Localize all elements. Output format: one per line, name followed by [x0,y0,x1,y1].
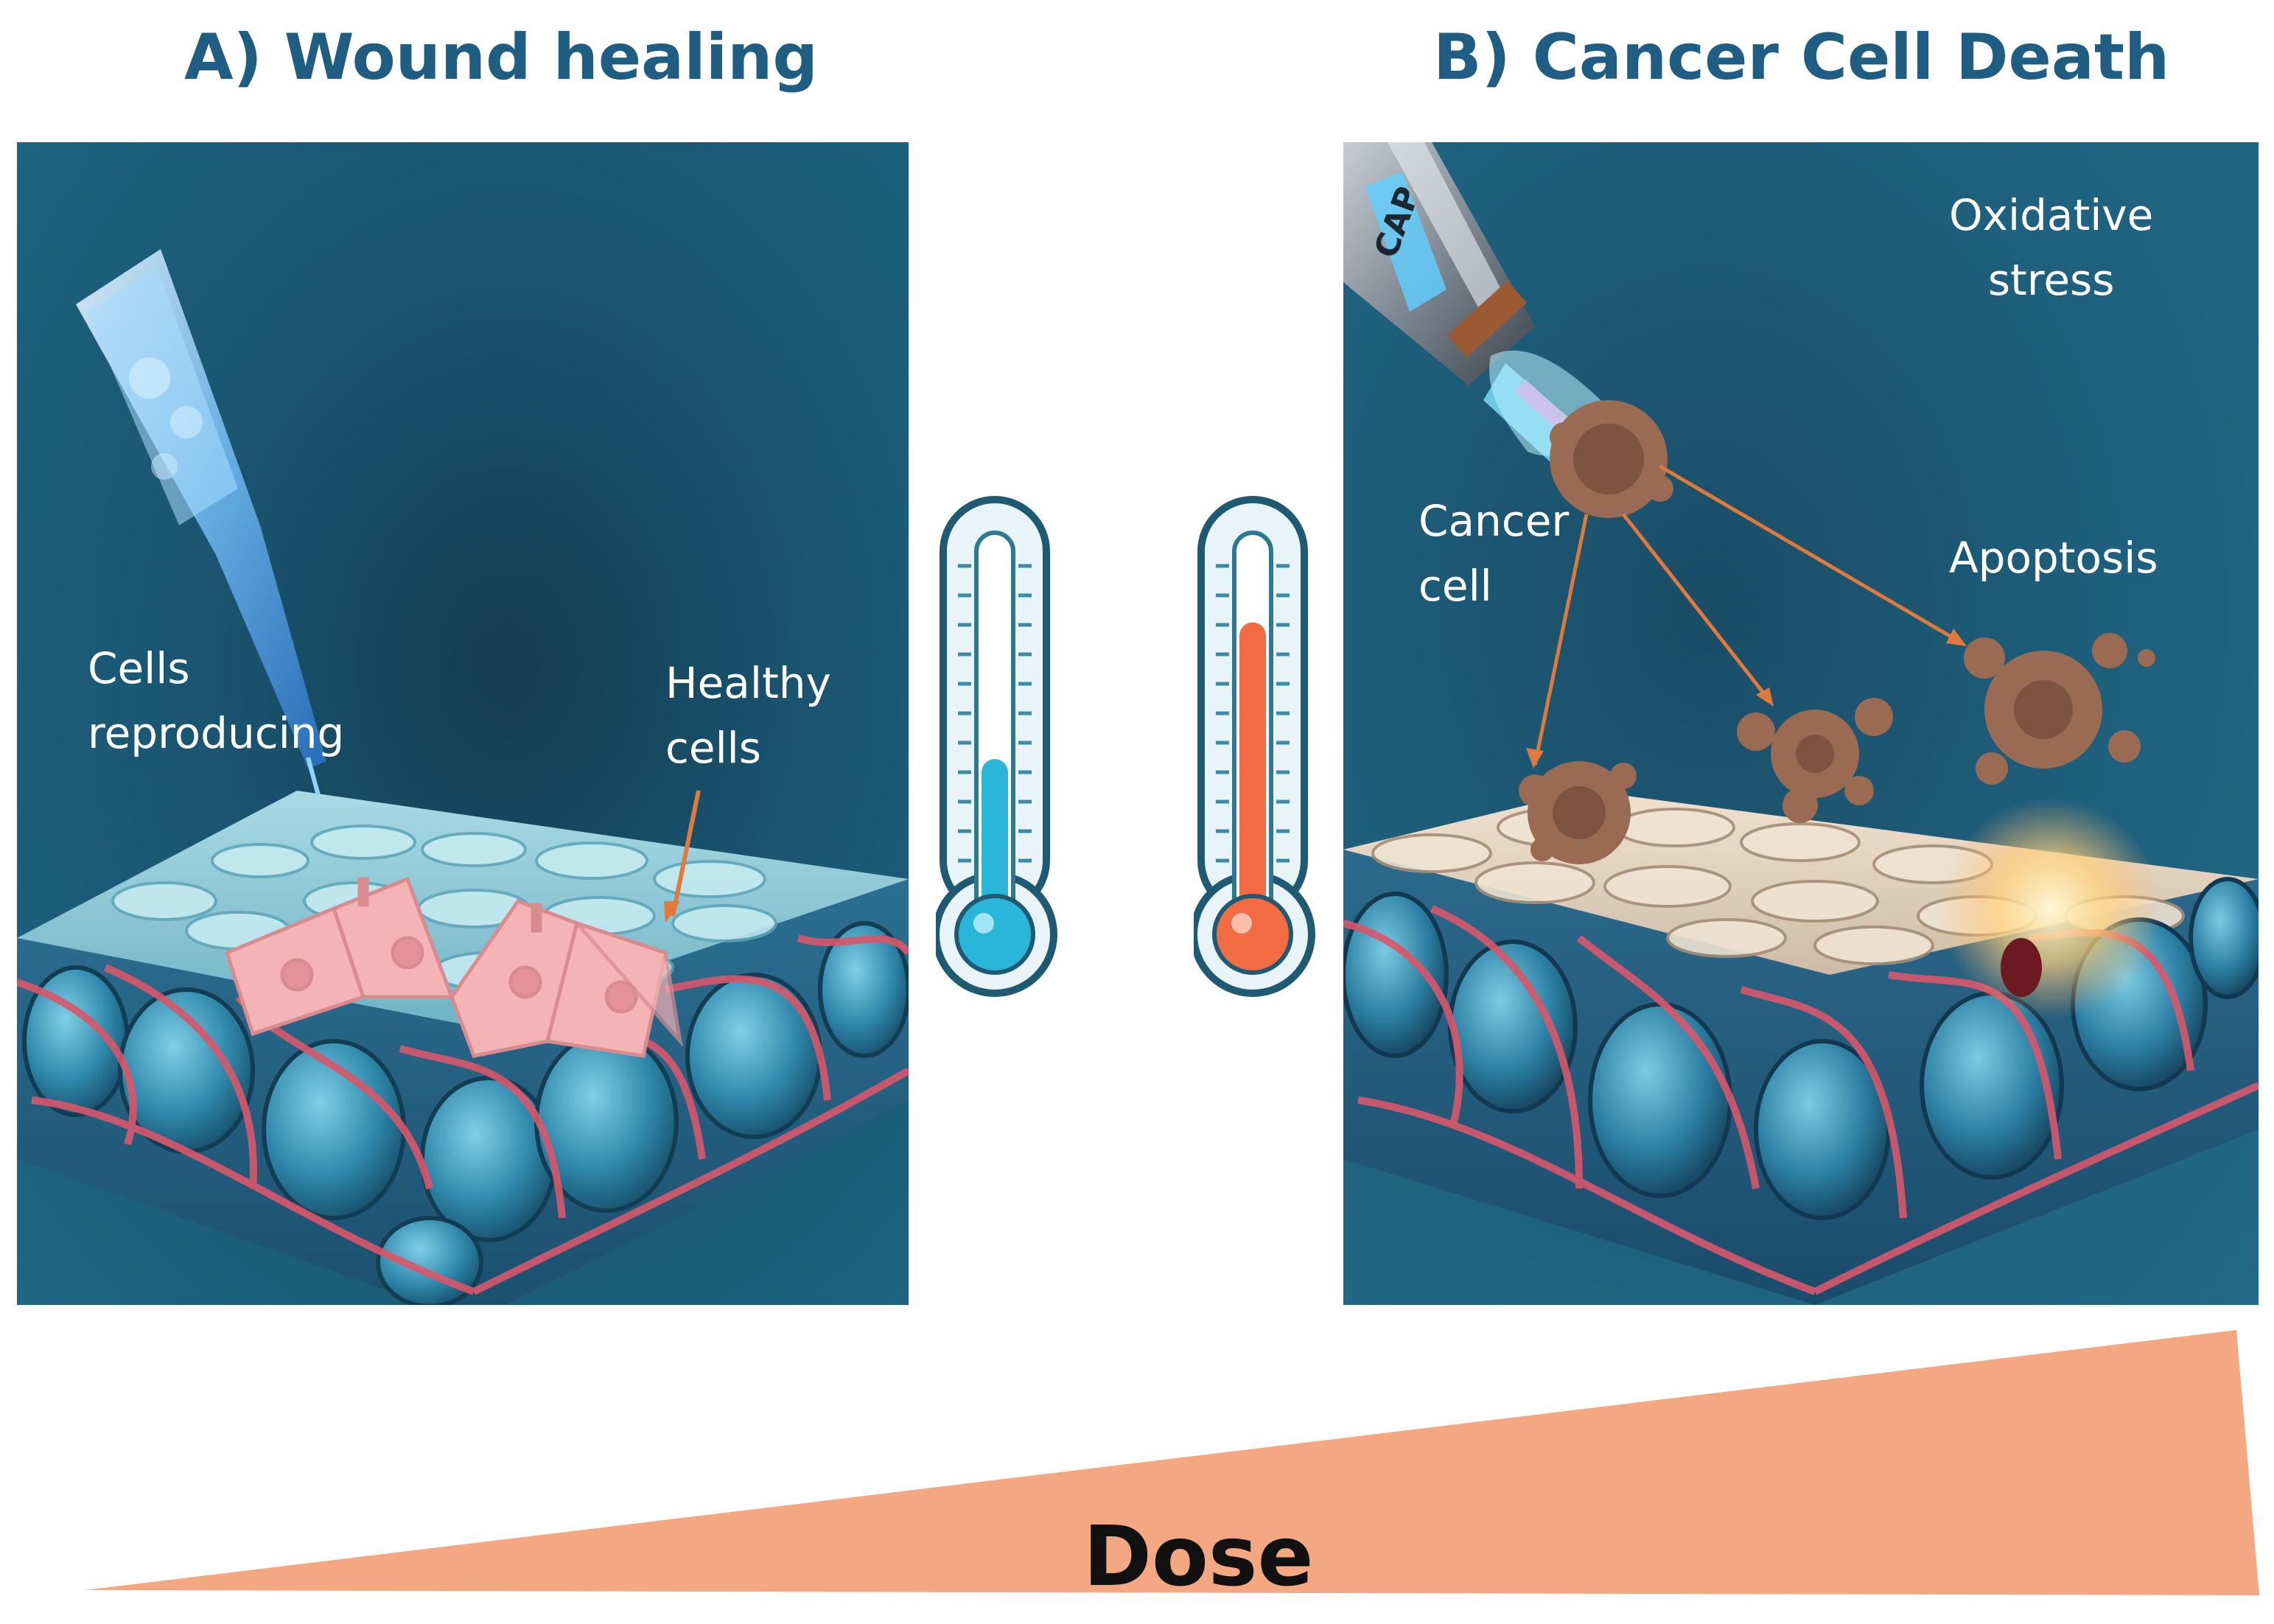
oxidative-stress-label: Oxidative stress [1949,190,2154,305]
apoptosis-label: Apoptosis [1949,533,2158,583]
apoptotic-cell-1 [1519,761,1637,864]
cancer-cell-label: Cancer cell [1418,496,1570,611]
apoptotic-cell-2 [1737,698,1893,823]
thermometer-low-fill [982,759,1008,927]
dose-label: Dose [1083,1509,1314,1605]
skin-tissue-block-b [1343,791,2259,1305]
healthy-cells-arrow [664,790,701,923]
apoptotic-cell-3 [1964,633,2155,785]
cancer-cell-death-illustration: CAP [1343,142,2259,1305]
wound-healing-panel: Cells reproducing Healthy cells [17,142,909,1305]
cell-burst-flash [1940,798,2161,1019]
healthy-cells-label: Healthy cells [665,658,831,773]
panel-a-title: A) Wound healing [184,21,818,94]
thermometer-low-scale [958,564,1032,863]
thermometer-high-icon [1194,496,1315,997]
skin-tissue-block [17,791,909,1305]
plasma-vial-icon [76,249,326,799]
cancer-cell-icon [1550,400,1673,518]
panel-b-title: B) Cancer Cell Death [1433,21,2170,94]
thermometer-high-fill [1239,622,1266,927]
cancer-cell-death-panel: CAP [1343,142,2259,1305]
cells-reproducing-label: Cells reproducing [88,643,345,758]
healthy-cells-cluster [224,876,683,1058]
wound-healing-illustration [17,249,909,1305]
apoptosis-arrows [1533,464,1964,766]
thermometer-high-scale [1216,564,1290,863]
thermometer-low-icon [936,496,1057,997]
